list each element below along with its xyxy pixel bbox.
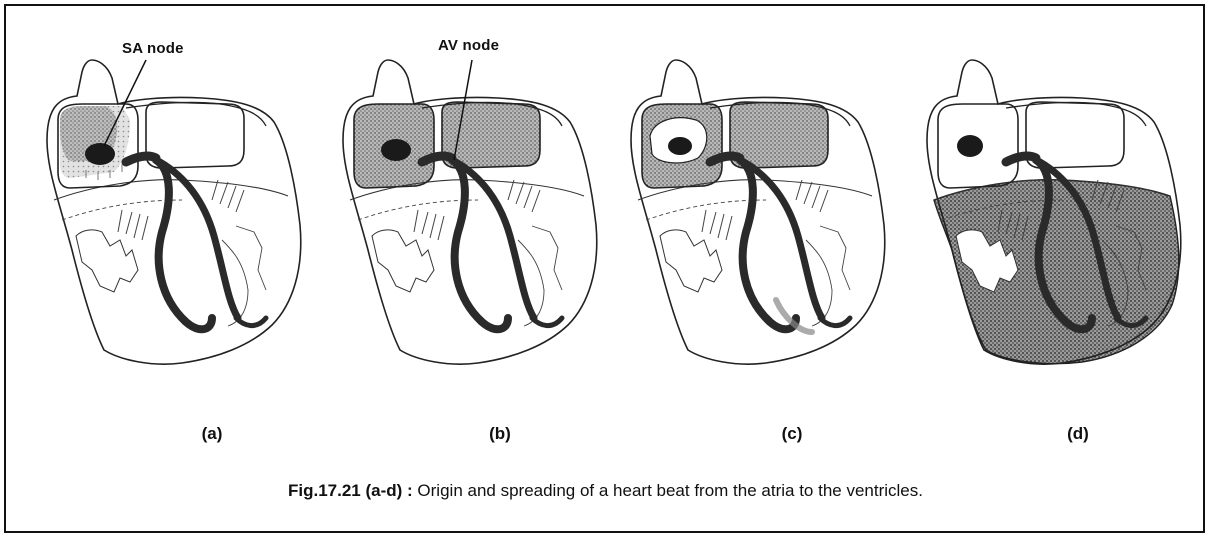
- caption-separator: :: [402, 481, 417, 500]
- panel-label-b: (b): [470, 424, 530, 444]
- figure-caption: Fig.17.21 (a-d) : Origin and spreading o…: [0, 481, 1211, 501]
- panel-b-heart: [343, 60, 597, 364]
- figure-number: Fig.17.21 (a-d): [288, 481, 402, 500]
- panel-label-d: (d): [1048, 424, 1108, 444]
- panel-label-c: (c): [762, 424, 822, 444]
- panel-label-a: (a): [182, 424, 242, 444]
- panel-a-heart: [47, 60, 301, 364]
- sa-node-dot-icon: [85, 143, 115, 165]
- panel-d-heart: [927, 60, 1181, 364]
- sa-node-dot-icon: [957, 135, 983, 157]
- caption-text: Origin and spreading of a heart beat fro…: [417, 481, 923, 500]
- av-node-label: AV node: [438, 37, 499, 54]
- sa-node-dot-icon: [668, 137, 692, 155]
- panel-c-heart: [631, 60, 885, 364]
- sa-node-dot-icon: [381, 139, 411, 161]
- sa-node-label: SA node: [122, 40, 184, 57]
